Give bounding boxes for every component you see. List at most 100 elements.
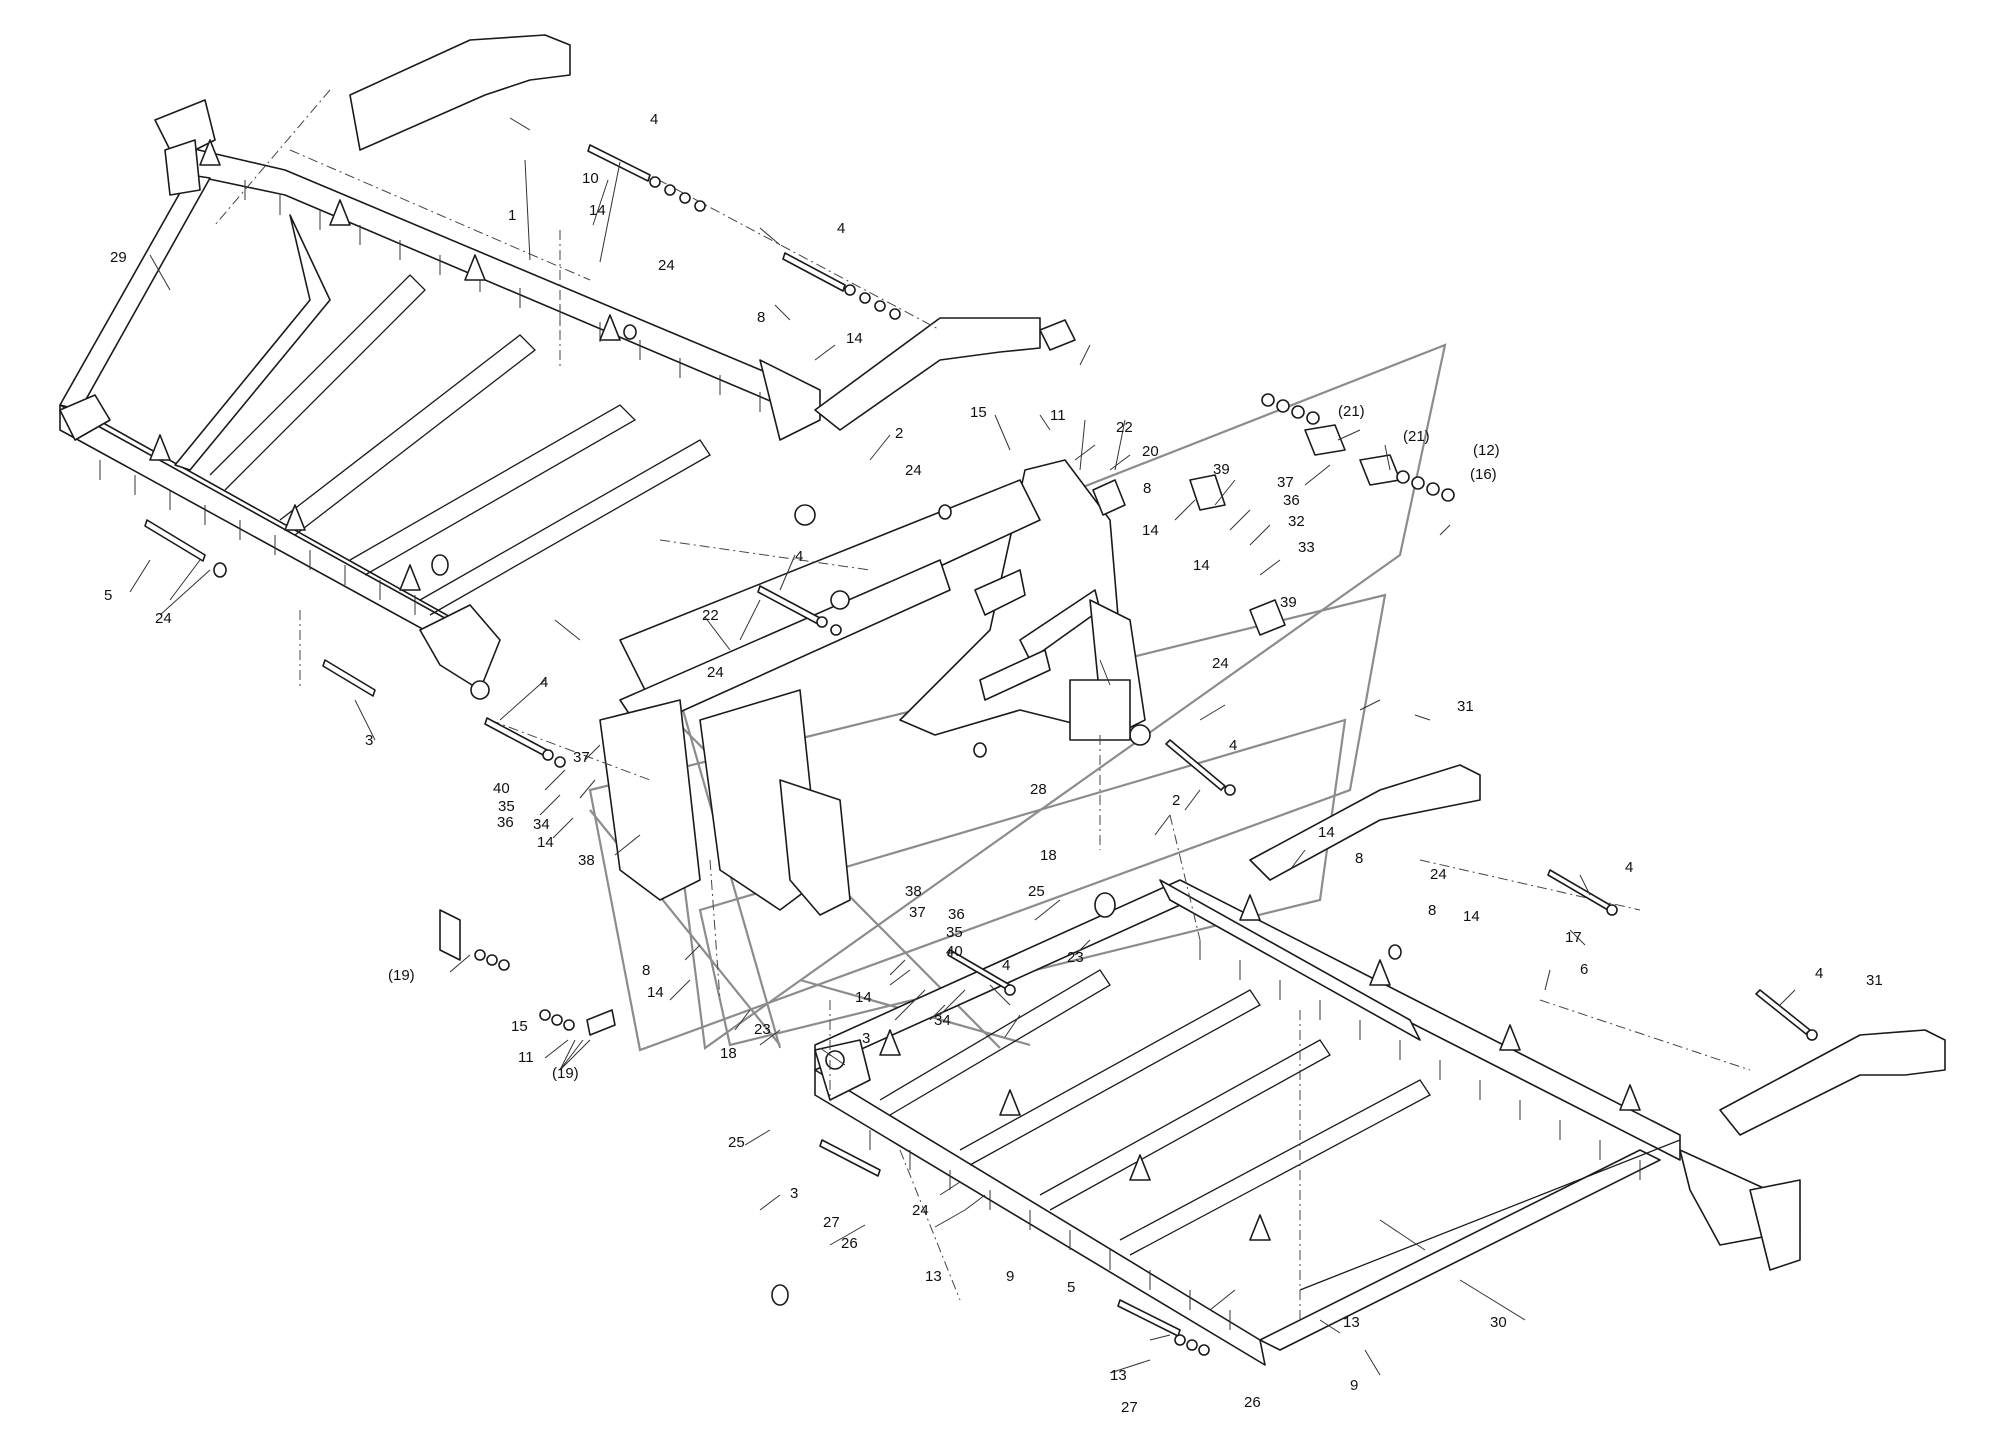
callout-30: 30 [1490,1314,1507,1331]
callout-14: 14 [1463,908,1480,925]
callout-12-ref: (12) [1473,442,1500,459]
callout-24: 24 [707,664,724,681]
callout-14: 14 [589,202,606,219]
callout-5: 5 [1067,1279,1075,1296]
callout-36: 36 [1283,492,1300,509]
callout-10: 10 [582,170,599,187]
callout-13: 13 [925,1268,942,1285]
callout-20: 20 [1142,443,1159,460]
upper-bracket-left [349,34,571,151]
lower-bracket-right-2 [1719,1029,1946,1136]
center-tower [599,459,1151,916]
callout-37: 37 [909,904,926,921]
callout-25: 25 [1028,883,1045,900]
callout-26: 26 [1244,1394,1261,1411]
callout-24: 24 [905,462,922,479]
left-frame-section [59,99,821,700]
callout-16-ref: (16) [1470,466,1497,483]
callout-8: 8 [1428,902,1436,919]
callout-27: 27 [823,1214,840,1231]
callout-14: 14 [1142,522,1159,539]
callout-19-ref: (19) [388,967,415,984]
callout-5: 5 [104,587,112,604]
callout-14: 14 [537,834,554,851]
callout-24: 24 [1430,866,1447,883]
callout-26: 26 [841,1235,858,1252]
callout-3: 3 [862,1030,870,1047]
callout-14: 14 [1318,824,1335,841]
callout-25: 25 [728,1134,745,1151]
callout-8: 8 [1355,850,1363,867]
callout-34: 34 [533,816,550,833]
callout-2: 2 [1172,792,1180,809]
callout-11: 11 [518,1049,534,1066]
callout-21-ref: (21) [1403,428,1430,445]
callout-3: 3 [365,732,373,749]
callout-4: 4 [1002,957,1010,974]
callout-4: 4 [1815,965,1823,982]
callout-1: 1 [508,207,516,224]
callout-40: 40 [946,943,963,960]
callout-32: 32 [1288,513,1305,530]
callout-8: 8 [757,309,765,326]
leader-lines [129,117,1796,1376]
callout-9: 9 [1006,1268,1014,1285]
callout-4: 4 [837,220,845,237]
callout-39: 39 [1213,461,1230,478]
callout-23: 23 [754,1021,771,1038]
callout-28: 28 [1030,781,1047,798]
callout-15: 15 [970,404,987,421]
callout-24: 24 [658,257,675,274]
callout-35: 35 [498,798,515,815]
callout-4: 4 [650,111,658,128]
callout-24: 24 [155,610,172,627]
callout-22: 22 [702,607,719,624]
callout-35: 35 [946,924,963,941]
callout-19-ref: (19) [552,1065,579,1082]
callout-14: 14 [846,330,863,347]
callout-39: 39 [1280,594,1297,611]
callout-13: 13 [1110,1367,1127,1384]
callout-4: 4 [540,674,548,691]
callout-14: 14 [647,984,664,1001]
callout-8: 8 [1143,480,1151,497]
callout-38: 38 [578,852,595,869]
right-frame-section [814,879,1801,1366]
callout-37: 37 [1277,474,1294,491]
callout-38: 38 [905,883,922,900]
callout-29: 29 [110,249,127,266]
upper-bracket-center [814,317,1041,431]
callout-24: 24 [912,1202,929,1219]
callout-9: 9 [1350,1377,1358,1394]
callout-13: 13 [1343,1314,1360,1331]
callout-3: 3 [790,1185,798,1202]
callout-36: 36 [497,814,514,831]
callout-14: 14 [1193,557,1210,574]
callout-15: 15 [511,1018,528,1035]
callout-18: 18 [720,1045,737,1062]
callout-23: 23 [1067,949,1084,966]
callout-17: 17 [1565,929,1582,946]
callout-4: 4 [1229,737,1237,754]
callout-37: 37 [573,749,590,766]
lower-bracket-right-1 [1249,764,1481,881]
callout-6: 6 [1580,961,1588,978]
callout-31: 31 [1457,698,1474,715]
callout-27: 27 [1121,1399,1138,1416]
callout-22: 22 [1116,419,1133,436]
callout-34: 34 [934,1012,951,1029]
callout-14: 14 [855,989,872,1006]
callout-4: 4 [1625,859,1633,876]
callout-2: 2 [895,425,903,442]
callout-33: 33 [1298,539,1315,556]
callout-11: 11 [1050,407,1066,424]
callout-8: 8 [642,962,650,979]
callout-24: 24 [1212,655,1229,672]
callout-18: 18 [1040,847,1057,864]
callout-36: 36 [948,906,965,923]
fasteners [144,144,1818,1356]
callout-31: 31 [1866,972,1883,989]
callout-40: 40 [493,780,510,797]
part-labels: 4 10 1 14 24 29 4 8 14 2 15 11 22 20 24 … [104,111,1883,1416]
